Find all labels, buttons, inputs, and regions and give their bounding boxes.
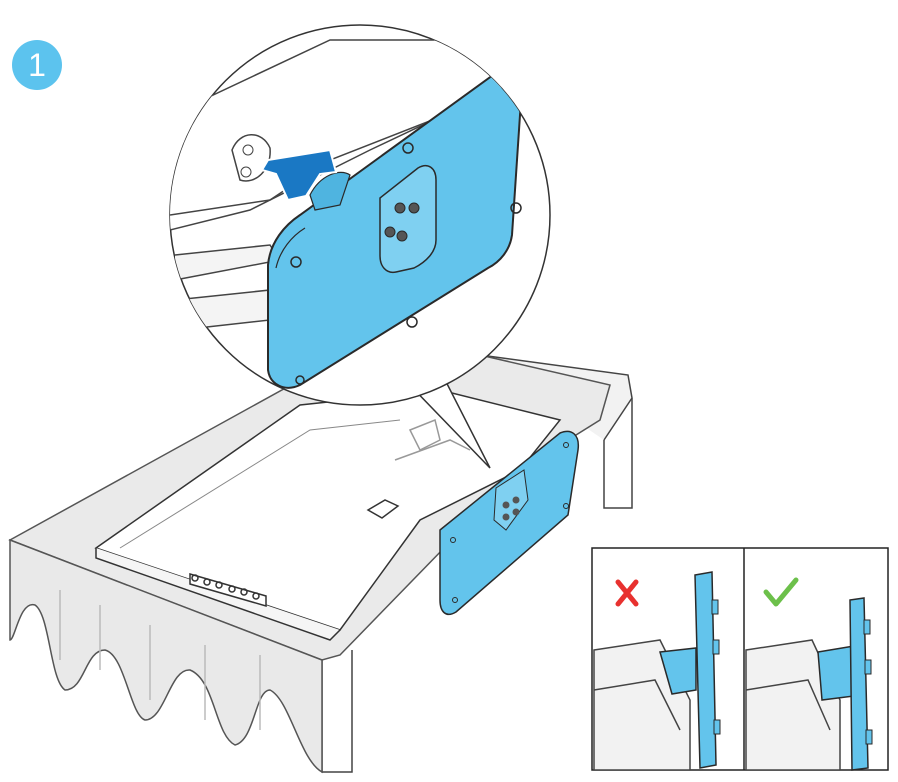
check-mark-icon	[763, 577, 799, 607]
comparison-inset	[591, 547, 889, 771]
panel-incorrect	[593, 571, 721, 771]
monitor	[94, 389, 562, 641]
stand-plate-small	[439, 430, 580, 616]
insert-arrow-icon	[260, 148, 338, 202]
zoom-callout	[169, 24, 551, 469]
step-number-badge: 1	[12, 40, 62, 90]
cross-mark-icon	[615, 579, 639, 607]
panel-correct	[745, 577, 873, 771]
